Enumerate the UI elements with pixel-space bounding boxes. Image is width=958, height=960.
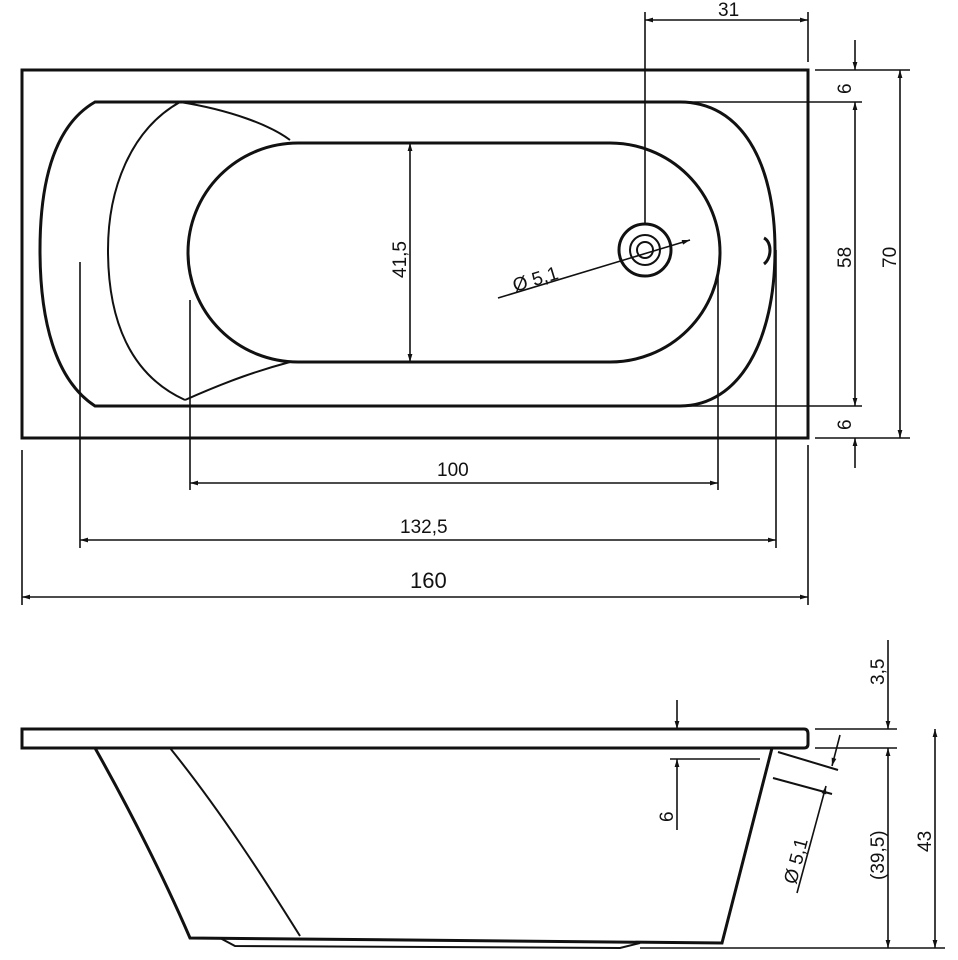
dim-inner-width: 58 xyxy=(835,247,856,268)
drain-icon xyxy=(617,222,673,278)
dim-total-height: 43 xyxy=(915,831,936,852)
dim-total-length: 160 xyxy=(410,568,447,593)
headrest-curve xyxy=(106,101,186,401)
dim-rim-top: 6 xyxy=(835,83,856,94)
overflow-icon xyxy=(762,236,772,266)
dim-overflow-offset: 6 xyxy=(657,811,678,822)
tub-base xyxy=(219,937,641,950)
outer-rim xyxy=(20,68,810,440)
dim-floor-length: 100 xyxy=(437,460,469,481)
overflow-edge-top xyxy=(777,751,839,771)
dim-rim-thickness: 3,5 xyxy=(868,659,889,685)
apron-curve xyxy=(169,747,301,937)
tub-floor xyxy=(186,141,722,364)
dim-inner-length: 132,5 xyxy=(400,517,448,538)
overflow-edge-bottom xyxy=(772,777,833,795)
dim-total-width: 70 xyxy=(880,247,901,268)
headrest-top-curve xyxy=(179,101,291,141)
side-view: 6 Ø 5,1 3,5 (39,5) 43 xyxy=(20,640,945,950)
dim-inner-depth: (39,5) xyxy=(868,830,889,880)
tub-body-profile xyxy=(93,747,774,945)
dim-floor-width: 41,5 xyxy=(390,241,411,278)
top-view: 31 6 58 6 70 41,5 Ø 5,1 100 132,5 xyxy=(20,0,910,605)
dim-drain-offset: 31 xyxy=(718,0,739,21)
dim-drain-diameter: Ø 5,1 xyxy=(510,263,561,297)
dim-rim-bottom: 6 xyxy=(835,419,856,430)
headrest-bottom-curve xyxy=(184,361,291,401)
dim-overflow-diameter: Ø 5,1 xyxy=(781,836,813,886)
rim-profile xyxy=(20,727,810,750)
